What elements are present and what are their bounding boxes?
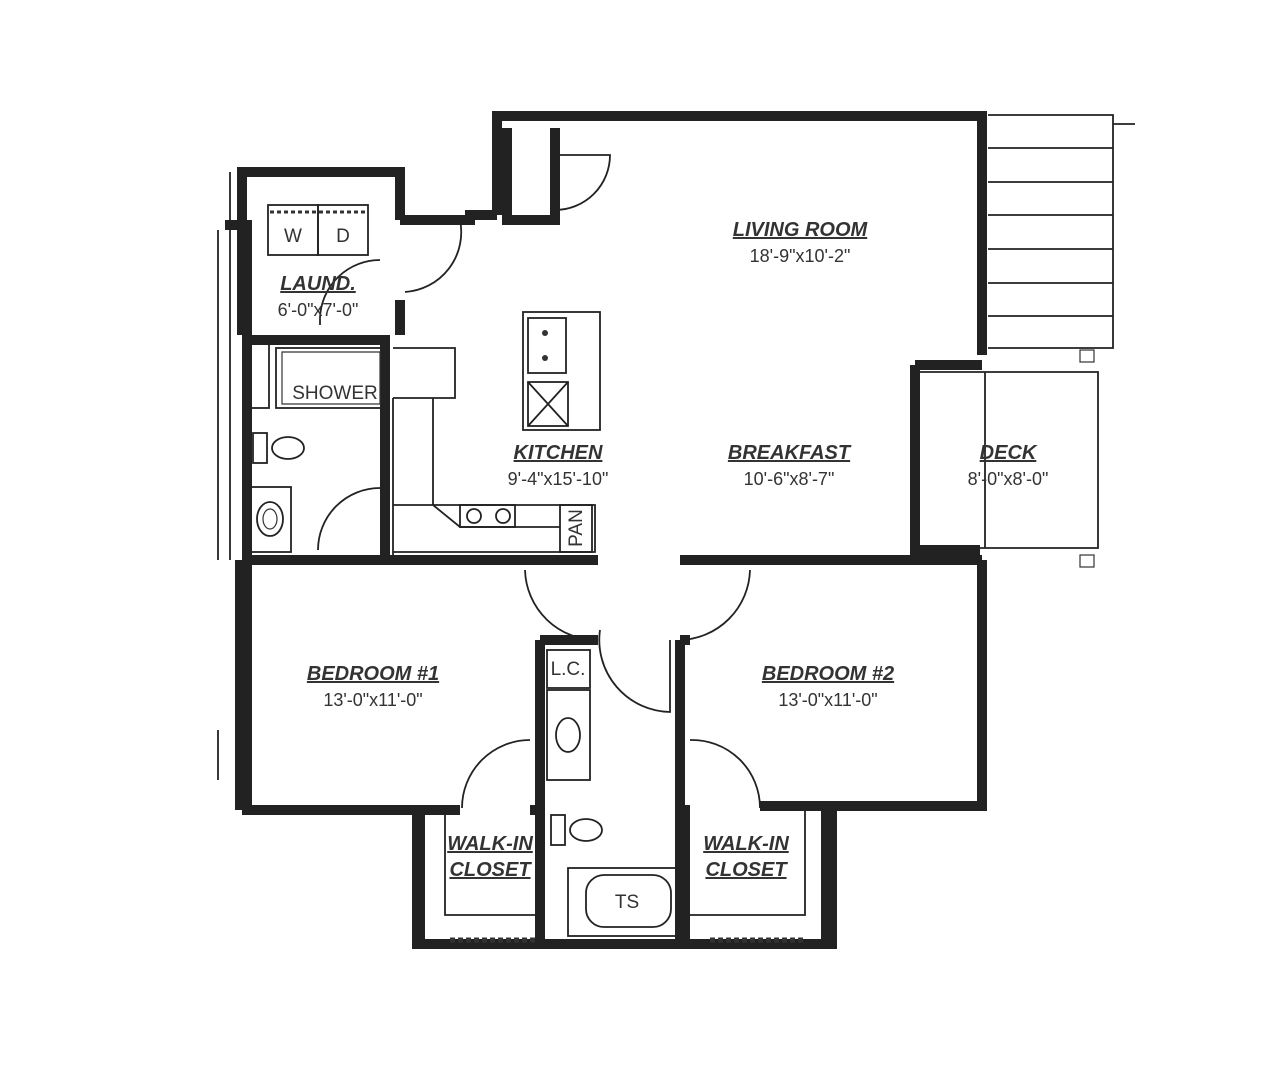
doors [317,154,761,809]
room-name: DECK [980,442,1038,464]
washer-label: W [284,226,302,247]
room-bedroom-1: BEDROOM #1 13'-0"x11'-0" [307,663,439,710]
laundry-appliances: W D [267,204,369,256]
room-name: BREAKFAST [728,442,852,464]
shower: SHOWER [250,342,387,409]
stairs [988,114,1135,568]
room-name: WALK-IN [447,833,533,855]
room-deck: DECK 8'-0"x8'-0" [968,442,1049,489]
dryer-label: D [336,226,350,247]
room-breakfast: BREAKFAST 10'-6"x8'-7" [728,442,852,489]
room-kitchen: KITCHEN 9'-4"x15'-10" [508,442,609,489]
room-dims: 18'-9"x10'-2" [750,246,851,266]
room-name: LIVING ROOM [733,219,869,241]
room-name: CLOSET [705,859,788,881]
room-name: LAUND. [280,273,356,295]
kitchen-island [522,311,601,431]
room-name: BEDROOM #2 [762,663,894,685]
shower-label: SHOWER [292,383,378,404]
room-name: KITCHEN [514,442,603,464]
room-closet-2: WALK-IN CLOSET [703,833,789,881]
bathroom-2-fixtures: L.C. TS [546,649,679,937]
kitchen-cabinets: PAN [392,347,596,555]
tub-shower-label: TS [615,892,639,913]
room-name: BEDROOM #1 [307,663,439,685]
room-dims: 8'-0"x8'-0" [968,469,1049,489]
room-dims: 9'-4"x15'-10" [508,469,609,489]
room-dims: 13'-0"x11'-0" [323,690,422,710]
room-dims: 10'-6"x8'-7" [744,469,835,489]
room-dims: 6'-0"x7'-0" [278,300,359,320]
room-dims: 13'-0"x11'-0" [778,690,877,710]
bathroom-1-fixtures [250,432,305,553]
closet-shelves [444,810,806,943]
walls [217,111,1099,949]
room-laundry: LAUND. 6'-0"x7'-0" [278,273,359,320]
linen-closet-label: L.C. [551,659,586,680]
room-living: LIVING ROOM 18'-9"x10'-2" [733,219,869,266]
pantry-label: PAN [566,509,587,547]
room-closet-1: WALK-IN CLOSET [447,833,533,881]
room-name: WALK-IN [703,833,789,855]
room-name: CLOSET [449,859,532,881]
room-bedroom-2: BEDROOM #2 13'-0"x11'-0" [762,663,894,710]
